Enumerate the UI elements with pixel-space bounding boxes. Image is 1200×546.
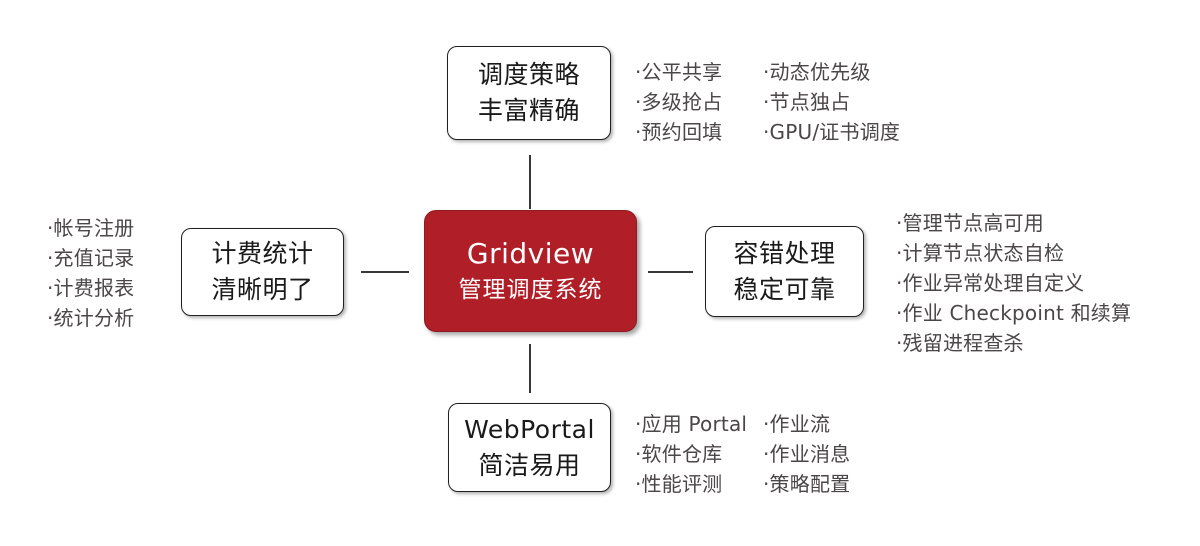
bullets-right-col1: ·管理节点高可用 ·计算节点状态自检 ·作业异常处理自定义 ·作业 Checkp… <box>896 208 1131 358</box>
bullet-item: ·软件仓库 <box>635 442 723 466</box>
bullet-item: ·残留进程查杀 <box>896 331 1024 355</box>
node-left-line1: 计费统计 <box>211 239 314 268</box>
node-bottom-webportal[interactable]: WebPortal 简洁易用 <box>448 403 611 492</box>
bullet-item: ·充值记录 <box>47 246 135 270</box>
bullet-item: ·作业 Checkpoint 和续算 <box>896 301 1132 325</box>
bullets-bottom-col2: ·作业流 ·作业消息 ·策略配置 <box>763 409 850 499</box>
node-top-line2: 丰富精确 <box>477 96 580 125</box>
bullets-bottom: ·应用 Portal ·软件仓库 ·性能评测 ·作业流 ·作业消息 ·策略配置 <box>635 409 850 499</box>
bullet-item: ·统计分析 <box>47 306 135 330</box>
connector-center-to-bottom <box>529 344 531 393</box>
node-bottom-line1: WebPortal <box>464 414 595 444</box>
node-top-scheduling-policy[interactable]: 调度策略 丰富精确 <box>447 46 611 140</box>
bullets-top: ·公平共享 ·多级抢占 ·预约回填 ·动态优先级 ·节点独占 ·GPU/证书调度 <box>635 57 900 147</box>
node-right-line1: 容错处理 <box>733 238 836 268</box>
node-left-line2: 清晰明了 <box>211 275 314 304</box>
connector-center-to-top <box>529 155 531 209</box>
bullets-left-col1: ·帐号注册 ·充值记录 ·计费报表 ·统计分析 <box>47 213 134 333</box>
bullet-item: ·GPU/证书调度 <box>763 120 901 144</box>
node-right-line2: 稳定可靠 <box>733 274 836 304</box>
bullet-item: ·应用 Portal <box>635 412 748 436</box>
bullet-item: ·帐号注册 <box>47 216 135 240</box>
node-top-line1: 调度策略 <box>477 60 580 89</box>
bullets-top-col1: ·公平共享 ·多级抢占 ·预约回填 <box>635 57 763 147</box>
bullet-item: ·性能评测 <box>635 472 723 496</box>
bullet-item: ·计费报表 <box>47 276 135 300</box>
bullets-bottom-col1: ·应用 Portal ·软件仓库 ·性能评测 <box>635 409 763 499</box>
connector-center-to-left <box>361 271 409 273</box>
bullet-item: ·多级抢占 <box>635 90 723 114</box>
bullet-item: ·预约回填 <box>635 120 723 144</box>
bullet-item: ·策略配置 <box>763 472 851 496</box>
bullets-left: ·帐号注册 ·充值记录 ·计费报表 ·统计分析 <box>47 213 134 333</box>
node-center-line2: 管理调度系统 <box>458 277 603 303</box>
bullet-item: ·作业消息 <box>763 442 851 466</box>
node-center-line1: Gridview <box>466 237 595 270</box>
node-center-gridview[interactable]: Gridview 管理调度系统 <box>424 210 637 332</box>
bullets-top-col2: ·动态优先级 ·节点独占 ·GPU/证书调度 <box>763 57 900 147</box>
bullet-item: ·管理节点高可用 <box>896 211 1044 235</box>
bullet-item: ·动态优先级 <box>763 60 871 84</box>
node-left-billing-statistics[interactable]: 计费统计 清晰明了 <box>181 228 344 316</box>
node-right-fault-tolerance[interactable]: 容错处理 稳定可靠 <box>705 226 864 317</box>
bullet-item: ·公平共享 <box>635 60 723 84</box>
bullets-right: ·管理节点高可用 ·计算节点状态自检 ·作业异常处理自定义 ·作业 Checkp… <box>896 208 1131 358</box>
node-bottom-line2: 简洁易用 <box>478 450 581 480</box>
bullet-item: ·作业流 <box>763 412 831 436</box>
bullet-item: ·节点独占 <box>763 90 851 114</box>
connector-center-to-right <box>648 271 693 273</box>
bullet-item: ·计算节点状态自检 <box>896 241 1065 265</box>
bullet-item: ·作业异常处理自定义 <box>896 271 1085 295</box>
